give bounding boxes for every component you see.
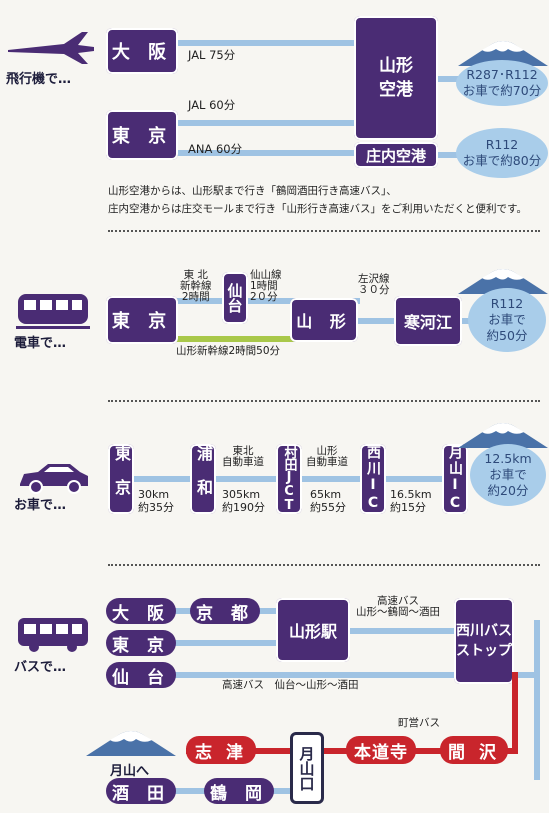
car-icon bbox=[20, 464, 88, 494]
train-line-dest bbox=[450, 318, 480, 324]
bus-label: バスで… bbox=[14, 660, 67, 675]
train-icon bbox=[16, 294, 90, 329]
mountain-icon-3 bbox=[458, 423, 548, 448]
air-shonai-airport: 庄内空港 bbox=[354, 142, 438, 168]
bus-yamagata-st: 山形駅 bbox=[276, 598, 350, 662]
bus-gassanguchi: 月山口 bbox=[290, 732, 324, 804]
car-dest-c: 約20分 bbox=[487, 483, 529, 498]
bus-red-vert bbox=[512, 672, 518, 754]
train-dest-b: お車で bbox=[488, 312, 526, 327]
car-muratajct: 村田JCT bbox=[276, 444, 302, 514]
air-dest2: R112 お車で約80分 bbox=[456, 128, 548, 178]
air-ana60: ANA 60分 bbox=[188, 142, 243, 156]
train-line-shinkansen bbox=[160, 336, 320, 342]
car-seg3: 65km 約55分 bbox=[310, 488, 346, 514]
train-yamagata: 山 形 bbox=[290, 298, 358, 342]
bus-tsuruoka: 鶴 岡 bbox=[204, 778, 274, 804]
airplane-icon bbox=[8, 32, 94, 64]
car-seg4: 16.5km 約15分 bbox=[390, 488, 432, 514]
air-dest2-b: お車で約80分 bbox=[462, 153, 542, 168]
divider-1 bbox=[108, 230, 540, 232]
car-dest: 12.5km お車で 約20分 bbox=[470, 444, 546, 506]
bus-osaka: 大 阪 bbox=[106, 598, 176, 624]
car-dest-a: 12.5km bbox=[484, 451, 532, 466]
car-dest-b: お車で bbox=[489, 467, 527, 482]
bus-hazawa: 間 沢 bbox=[440, 736, 508, 764]
train-line-upper bbox=[160, 298, 360, 304]
car-gassanic: 月山IC bbox=[442, 444, 468, 514]
mountain-icon-1 bbox=[458, 41, 548, 66]
bus-kosoku2: 高速バス 仙台～山形～酒田 bbox=[222, 679, 359, 691]
train-dest: R112 お車で 約50分 bbox=[468, 288, 546, 352]
train-label: 電車で… bbox=[14, 336, 67, 351]
air-label: 飛行機で… bbox=[6, 72, 72, 87]
air-line-tokyo-jal bbox=[160, 120, 360, 126]
bus-line-right bbox=[534, 620, 540, 780]
mountain-icon-4 bbox=[86, 731, 176, 756]
air-jal60: JAL 60分 bbox=[188, 98, 236, 112]
train-aterazawa: 左沢線 ３０分 bbox=[358, 273, 390, 296]
car-tokyo: 東京 bbox=[108, 444, 134, 514]
train-dest-a: R112 bbox=[490, 296, 524, 311]
train-dest-c: 約50分 bbox=[486, 328, 528, 343]
bus-line-yamagata bbox=[350, 628, 460, 634]
bus-hondoji: 本道寺 bbox=[346, 736, 416, 764]
bus-line-sendai bbox=[160, 672, 540, 678]
bus-gassan-he: 月山へ bbox=[110, 764, 150, 779]
air-line-osaka bbox=[160, 40, 360, 46]
car-seg2: 305km 約190分 bbox=[222, 488, 265, 514]
car-label: お車で… bbox=[14, 498, 67, 513]
car-seg1: 30km 約35分 bbox=[138, 488, 174, 514]
train-senzan: 仙山線 1時間 2０分 bbox=[250, 269, 282, 303]
train-tohoku: 東 北 新幹線 2時間 bbox=[180, 269, 212, 303]
air-note-1: 山形空港からは、山形駅まで行き「鶴岡酒田行き高速バス」、 bbox=[108, 185, 397, 197]
mountain-icon-2 bbox=[458, 269, 548, 294]
air-dest1: R287･R112 お車で約70分 bbox=[456, 60, 548, 106]
bus-kyoto: 京 都 bbox=[190, 598, 260, 624]
bus-nishikawa-stop: 西川バス ストップ bbox=[454, 598, 514, 684]
bus-icon bbox=[18, 618, 88, 652]
bus-shizu: 志 津 bbox=[186, 736, 256, 764]
air-jal75: JAL 75分 bbox=[188, 48, 236, 62]
divider-2 bbox=[108, 400, 540, 402]
air-note-2: 庄内空港からは庄交モールまで行き「山形行き高速バス」をご利用いただくと便利です。 bbox=[108, 203, 527, 215]
air-yamagata-airport: 山形 空港 bbox=[354, 16, 438, 140]
car-tohoku-exp: 東北 自動車道 bbox=[222, 445, 264, 468]
bus-kosoku1: 高速バス 山形～鶴岡～酒田 bbox=[356, 595, 440, 618]
air-dest1-b: お車で約70分 bbox=[462, 83, 542, 98]
airplane-icon-bg bbox=[4, 28, 96, 66]
train-sendai: 仙台 bbox=[222, 272, 248, 324]
air-dest1-a: R287･R112 bbox=[466, 67, 538, 82]
bus-tokyo: 東 京 bbox=[106, 630, 176, 656]
air-tokyo: 東 京 bbox=[106, 110, 178, 160]
train-line-aterazawa bbox=[340, 318, 420, 324]
air-dest2-a: R112 bbox=[485, 137, 519, 152]
car-urawa: 浦和 bbox=[190, 444, 216, 514]
air-osaka: 大 阪 bbox=[106, 28, 178, 74]
air-line-tokyo-ana bbox=[160, 150, 360, 156]
divider-3 bbox=[108, 564, 540, 566]
car-yamagata-exp: 山形 自動車道 bbox=[306, 445, 348, 468]
bus-sakata: 酒 田 bbox=[106, 778, 176, 804]
train-tokyo: 東 京 bbox=[106, 296, 178, 344]
car-nishikawaic: 西川IC bbox=[360, 444, 386, 514]
train-sagae: 寒河江 bbox=[394, 296, 462, 346]
train-shinkansen: 山形新幹線2時間50分 bbox=[176, 345, 281, 357]
bus-sendai: 仙 台 bbox=[106, 662, 176, 688]
bus-choei: 町営バス bbox=[398, 717, 440, 729]
bus-line-tokyo bbox=[160, 640, 280, 646]
